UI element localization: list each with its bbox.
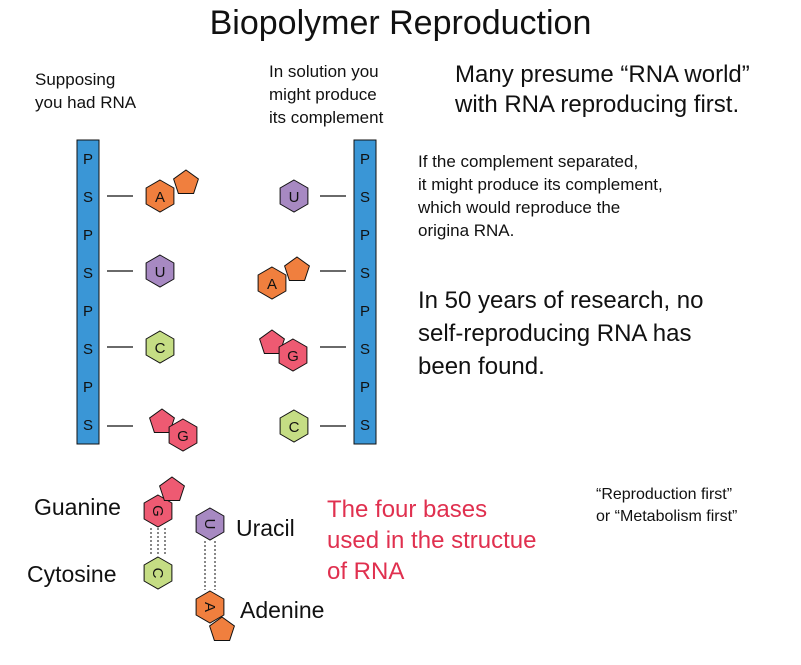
adenine-base: A xyxy=(257,256,310,300)
base-letter: U xyxy=(201,519,218,530)
backbone-letter: P xyxy=(360,303,370,320)
legend-guanine-icon: G xyxy=(143,476,185,528)
backbone-letter: P xyxy=(83,379,93,396)
backbone-letter: P xyxy=(83,151,93,168)
page-title: Biopolymer Reproduction xyxy=(209,4,592,42)
legend-uracil-label: Uracil xyxy=(236,515,295,541)
research-note: In 50 years of research, no self-reprodu… xyxy=(418,287,704,380)
adenine-base: A xyxy=(145,169,199,213)
base-letter: C xyxy=(289,419,300,436)
backbone-letter: S xyxy=(360,265,370,282)
uracil-base: U xyxy=(279,179,309,213)
right-backbone: P S P S P S P S xyxy=(353,139,377,445)
backbone-letter: P xyxy=(360,151,370,168)
backbone-letter: P xyxy=(360,227,370,244)
base-letter: A xyxy=(267,276,277,293)
base-letter: A xyxy=(155,189,165,206)
guanine-base: G xyxy=(259,329,308,372)
legend-cytosine-icon: C xyxy=(143,556,173,590)
four-bases-note: The four bases used in the structue of R… xyxy=(327,496,537,585)
base-letter: C xyxy=(149,568,166,579)
base-letter: C xyxy=(155,340,166,357)
left-caption: Supposing you had RNA xyxy=(35,70,137,112)
base-letter: U xyxy=(155,264,166,281)
backbone-letter: S xyxy=(83,189,93,206)
base-letter: G xyxy=(149,505,166,517)
guanine-base: G xyxy=(149,408,198,452)
backbone-letter: S xyxy=(83,341,93,358)
cytosine-base: C xyxy=(145,330,175,364)
backbone-letter: S xyxy=(360,341,370,358)
legend-cytosine-label: Cytosine xyxy=(27,561,117,587)
backbone-letter: P xyxy=(83,227,93,244)
base-letter: G xyxy=(177,428,189,445)
hydrogen-bond-lines xyxy=(150,528,166,556)
legend-adenine-label: Adenine xyxy=(240,597,325,623)
base-letter: A xyxy=(201,602,218,612)
hydrogen-bond-lines xyxy=(204,541,216,590)
backbone-letter: S xyxy=(360,417,370,434)
left-backbone: P S P S P S P S xyxy=(76,139,100,445)
legend-guanine-label: Guanine xyxy=(34,494,121,520)
middle-caption: In solution you might produce its comple… xyxy=(269,62,384,127)
base-letter: U xyxy=(289,189,300,206)
backbone-letter: S xyxy=(83,265,93,282)
rna-world-note: Many presume “RNA world” with RNA reprod… xyxy=(455,61,750,118)
base-letter: G xyxy=(287,348,299,365)
backbone-letter: S xyxy=(83,417,93,434)
first-question-note: “Reproduction first” or “Metabolism firs… xyxy=(596,486,738,525)
backbone-letter: P xyxy=(360,379,370,396)
backbone-letter: S xyxy=(360,189,370,206)
complement-note: If the complement separated, it might pr… xyxy=(418,152,663,240)
legend-adenine-icon: A xyxy=(195,590,235,641)
legend-uracil-icon: U xyxy=(195,507,225,541)
cytosine-base: C xyxy=(279,409,309,443)
backbone-letter: P xyxy=(83,303,93,320)
bond-lines xyxy=(107,195,346,427)
uracil-base: U xyxy=(145,254,175,288)
